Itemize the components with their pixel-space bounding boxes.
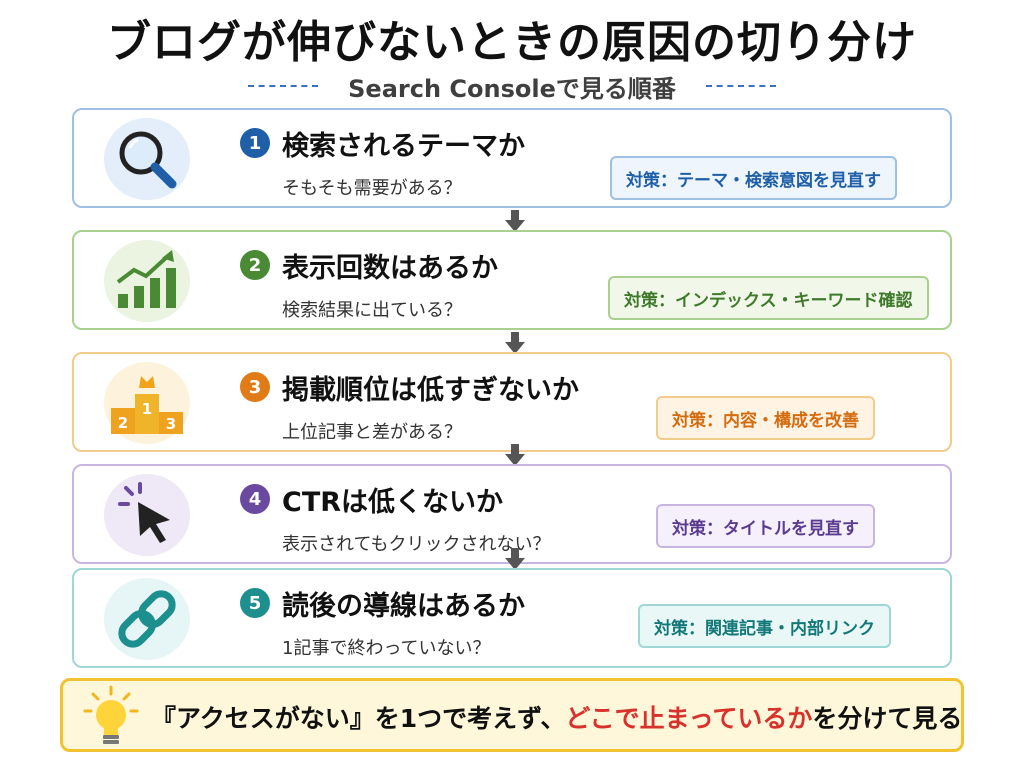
banner-text-before: 『アクセスがない』を1つで考えず、 xyxy=(151,704,566,733)
step-icon-circle-5 xyxy=(104,578,190,660)
magnifier-icon xyxy=(119,131,177,189)
step-number-1: 1 xyxy=(240,128,270,158)
step-question-5: 1記事で終わっていない？ xyxy=(282,638,491,659)
step-title-3: 掲載順位は低すぎないか xyxy=(282,375,579,406)
down-arrow-icon xyxy=(505,444,525,466)
down-arrow-icon xyxy=(505,210,525,232)
page-title: ブログが伸びないときの原因の切り分け xyxy=(107,17,917,68)
step-action-5: 対策：関連記事・内部リンク xyxy=(638,604,891,648)
banner-text: 『アクセスがない』を1つで考えず、どこで止まっているかを分けて見る xyxy=(151,699,962,735)
step-icon-circle-1 xyxy=(104,118,190,200)
lightbulb-icon xyxy=(83,685,139,744)
step-action-1: 対策：テーマ・検索意図を見直す xyxy=(610,156,897,200)
step-action-3: 対策：内容・構成を改善 xyxy=(656,396,875,440)
banner-highlight: どこで止まっているか xyxy=(565,704,813,733)
step-number-3: 3 xyxy=(240,372,270,402)
step-question-4: 表示されてもクリックされない？ xyxy=(282,534,551,555)
step-card-4: 4 CTRは低くないか 表示されてもクリックされない？ 対策：タイトルを見直す xyxy=(72,464,952,564)
podium-icon: 2 1 3 xyxy=(111,376,183,434)
step-title-4: CTRは低くないか xyxy=(282,487,504,518)
step-question-1: そもそも需要がある？ xyxy=(282,178,462,199)
crown-icon xyxy=(139,376,155,388)
subtitle-row: Search Consoleで見る順番 xyxy=(0,70,1024,103)
subtitle: Search Consoleで見る順番 xyxy=(348,74,676,103)
growth-chart-icon xyxy=(116,250,176,308)
step-number-2: 2 xyxy=(240,250,270,280)
step-title-2: 表示回数はあるか xyxy=(282,253,498,284)
podium-label-3: 3 xyxy=(166,415,176,433)
step-card-2: 2 表示回数はあるか 検索結果に出ている？ 対策：インデックス・キーワード確認 xyxy=(72,230,952,330)
summary-banner: 『アクセスがない』を1つで考えず、どこで止まっているかを分けて見る xyxy=(60,678,964,752)
podium-label-2: 2 xyxy=(118,414,128,432)
step-question-3: 上位記事と差がある？ xyxy=(282,422,462,443)
step-card-3: 2 1 3 3 掲載順位は低すぎないか 上位記事と差がある？ 対策：内容・構成を… xyxy=(72,352,952,452)
step-title-5: 読後の導線はあるか xyxy=(282,591,525,622)
step-number-4: 4 xyxy=(240,484,270,514)
cursor-click-icon xyxy=(118,482,170,543)
step-question-2: 検索結果に出ている？ xyxy=(282,300,462,321)
down-arrow-icon xyxy=(505,332,525,354)
step-icon-circle-2 xyxy=(104,240,190,322)
step-card-1: 1 検索されるテーマか そもそも需要がある？ 対策：テーマ・検索意図を見直す xyxy=(72,108,952,208)
banner-text-after: を分けて見る xyxy=(812,704,963,733)
chain-link-icon xyxy=(118,590,176,648)
step-icon-circle-3: 2 1 3 xyxy=(104,362,190,444)
divider-right xyxy=(705,85,776,87)
step-icon-circle-4 xyxy=(104,474,190,556)
step-title-1: 検索されるテーマか xyxy=(282,131,525,162)
step-card-5: 5 読後の導線はあるか 1記事で終わっていない？ 対策：関連記事・内部リンク xyxy=(72,568,952,668)
divider-left xyxy=(248,85,319,87)
podium-label-1: 1 xyxy=(142,400,152,418)
step-number-5: 5 xyxy=(240,588,270,618)
down-arrow-icon xyxy=(505,548,525,570)
step-action-4: 対策：タイトルを見直す xyxy=(656,504,875,548)
step-action-2: 対策：インデックス・キーワード確認 xyxy=(608,276,929,320)
